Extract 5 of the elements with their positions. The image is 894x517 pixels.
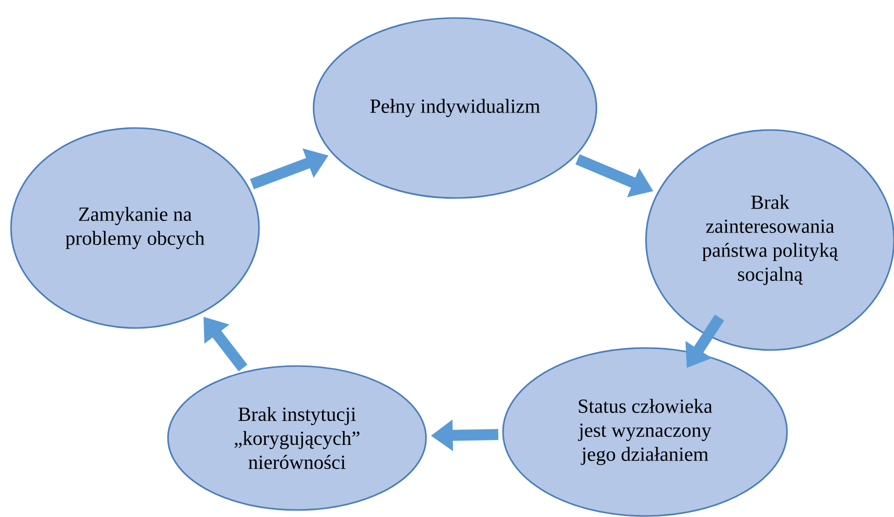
- ellipse-node: Zamykanie na problemy obcych: [10, 127, 260, 329]
- ellipse-node: Status człowieka jest wyznaczony jego działaniem: [502, 347, 788, 517]
- ellipse-node: Brak zainteresowania państwa polityką socjalną: [645, 129, 894, 351]
- ellipse-node: Pełny indywidualizm: [312, 17, 598, 199]
- ellipse-node: Brak instytucji „korygujących” nierówności: [167, 365, 427, 511]
